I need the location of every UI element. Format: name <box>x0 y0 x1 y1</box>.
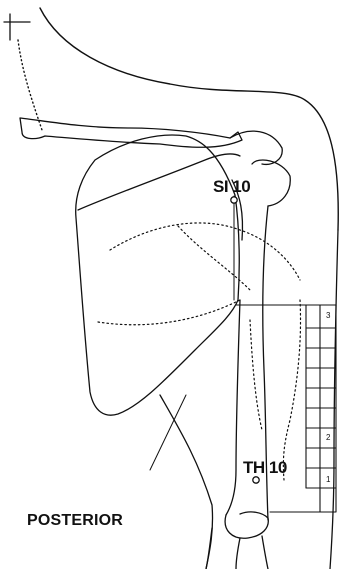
arm-outer-contour <box>330 230 338 569</box>
shoulder-skin-outline <box>40 8 338 230</box>
th-point-marker <box>253 477 259 483</box>
scale-tick-label: 1 <box>326 475 331 484</box>
corner-mark <box>4 14 30 40</box>
view-label: POSTERIOR <box>27 513 123 529</box>
acromion <box>230 131 282 164</box>
point-label-si: SI 10 <box>213 178 250 195</box>
arm-inner-contour <box>160 395 213 569</box>
humeral-head <box>252 160 290 206</box>
scale-tick-label: 3 <box>326 311 331 320</box>
scale-tick-label: 2 <box>326 433 331 442</box>
si-point-marker <box>231 196 237 300</box>
clavicle-stipple <box>18 40 42 130</box>
measurement-scale <box>236 305 336 512</box>
deltoid-dotted-outline <box>98 223 300 325</box>
elbow-joint <box>225 512 268 538</box>
triceps-dotted-outline <box>250 300 301 480</box>
point-label-th: TH 10 <box>243 459 287 476</box>
